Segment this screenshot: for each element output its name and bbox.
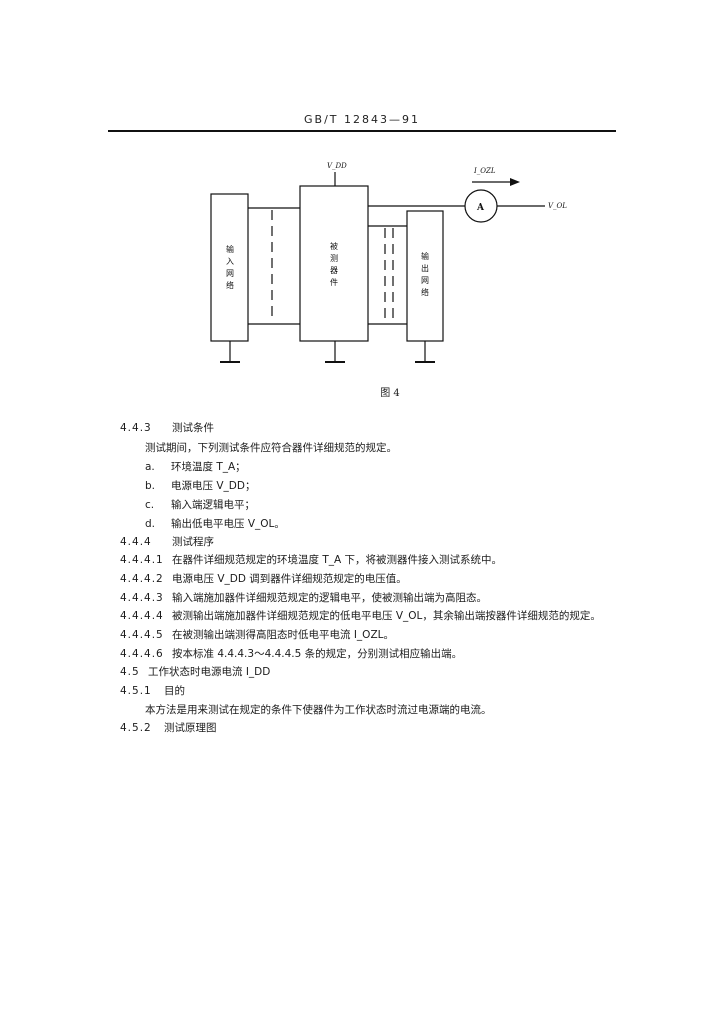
- header-rule: [108, 130, 616, 132]
- section-title: 测试条件: [172, 422, 214, 434]
- iozl-label: I_OZL: [473, 167, 496, 175]
- ammeter-label: A: [476, 203, 485, 213]
- section-title: 测试原理图: [164, 722, 217, 734]
- output-network-label: 输出网络: [421, 251, 430, 300]
- section-number: 4.5: [120, 666, 140, 678]
- section-4-5-1-heading: 4.5.1 目的: [120, 684, 185, 698]
- section-4-5-heading: 4.5 工作状态时电源电流 I_DD: [120, 665, 270, 679]
- vdd-label: V_DD: [327, 162, 347, 170]
- section-number: 4.4.4: [120, 536, 152, 548]
- dut-block: [299, 185, 369, 342]
- section-number: 4.5.1: [120, 685, 152, 697]
- section-4-4-3-heading: 4.4.3 测试条件: [120, 421, 214, 435]
- figure-caption: 图 4: [380, 388, 400, 399]
- dut-label: 被测器件: [330, 241, 339, 290]
- input-network-label: 输入网络: [226, 244, 235, 293]
- vol-label: V_OL: [548, 202, 567, 210]
- section-4-4-3-intro: 测试期间，下列测试条件应符合器件详细规范的规定。: [145, 442, 397, 454]
- page-header: GB/T 12843—91: [304, 113, 420, 126]
- condition-item: d.输出低电平电压 V_OL。: [145, 518, 285, 530]
- section-number: 4.4.3: [120, 422, 152, 434]
- section-title: 目的: [164, 685, 185, 697]
- section-4-5-1-body: 本方法是用来测试在规定的条件下使器件为工作状态时流过电源端的电流。: [145, 704, 492, 716]
- condition-item: b.电源电压 V_DD；: [145, 480, 256, 492]
- section-4-4-4-heading: 4.4.4 测试程序: [120, 535, 214, 549]
- section-4-5-2-heading: 4.5.2 测试原理图: [120, 721, 217, 735]
- section-title: 测试程序: [172, 536, 214, 548]
- section-title: 工作状态时电源电流 I_DD: [148, 666, 271, 678]
- condition-item: a.环境温度 T_A；: [145, 461, 246, 473]
- condition-item: c.输入端逻辑电平；: [145, 499, 255, 511]
- section-number: 4.5.2: [120, 722, 152, 734]
- test-circuit-diagram: V_DD I_OZL A V_OL 输入网络 被测器件 输出网络: [210, 162, 567, 363]
